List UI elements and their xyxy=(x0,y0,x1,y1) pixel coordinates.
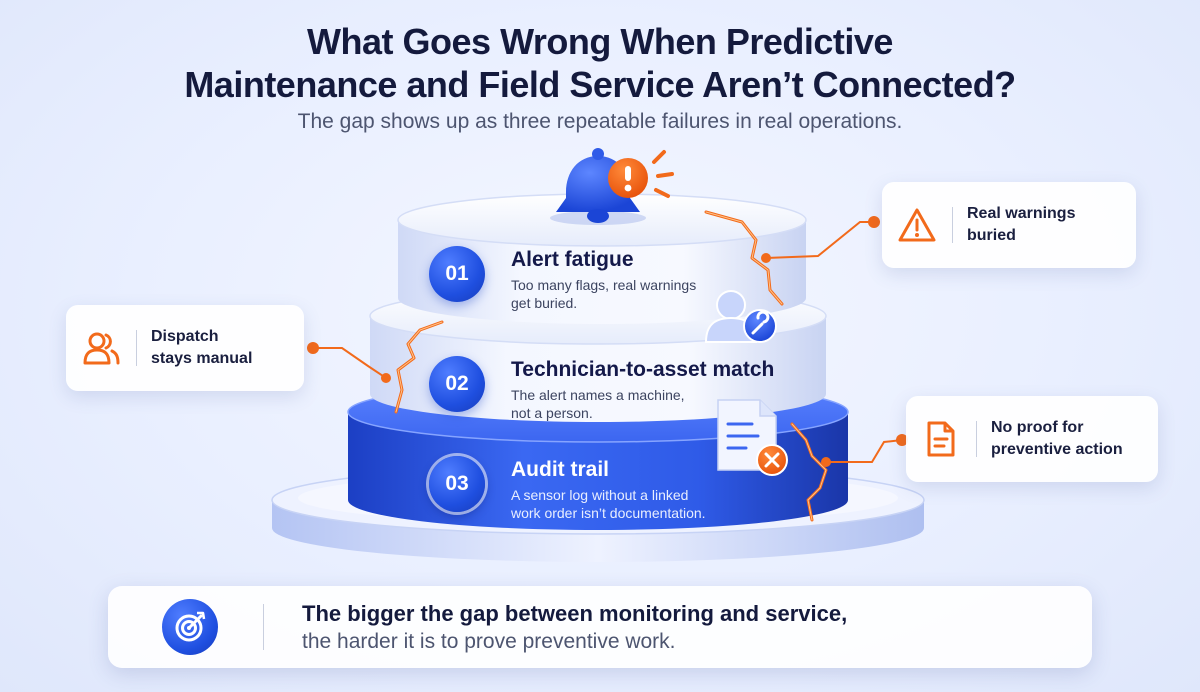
tier-3-desc-line-2: work order isn’t documentation. xyxy=(511,505,706,521)
warning-triangle-icon xyxy=(882,207,952,243)
callout-divider xyxy=(976,421,977,457)
document-icon xyxy=(906,420,976,458)
connector-dots xyxy=(307,216,908,467)
tier-2-title: Technician-to-asset match xyxy=(511,358,775,381)
tier-3-desc-line-1: A sensor log without a linked xyxy=(511,487,689,503)
callout-divider xyxy=(136,330,137,366)
target-icon xyxy=(162,599,218,655)
document-error-icon xyxy=(717,399,788,476)
callout-real-warnings-buried: Real warnings buried xyxy=(882,182,1136,268)
callout-text: Dispatch stays manual xyxy=(137,326,252,370)
title-line-1: What Goes Wrong When Predictive xyxy=(307,21,893,62)
tier-2-desc-line-2: not a person. xyxy=(511,405,593,421)
page-subtitle: The gap shows up as three repeatable fai… xyxy=(297,110,903,133)
summary-bar: The bigger the gap between monitoring an… xyxy=(108,586,1092,668)
callout-no-proof: No proof for preventive action xyxy=(906,396,1158,482)
page-title: What Goes Wrong When Predictive Maintena… xyxy=(0,20,1200,106)
bell-alert-icon xyxy=(550,148,674,225)
callout-bottom-right-line-1: No proof for xyxy=(991,419,1084,436)
title-line-2: Maintenance and Field Service Aren’t Con… xyxy=(184,64,1016,105)
tier-2-description: The alert names a machine, not a person. xyxy=(511,386,685,422)
people-icon xyxy=(66,331,136,365)
tier-1-desc-line-2: get buried. xyxy=(511,295,578,311)
callout-bottom-right-line-2: preventive action xyxy=(991,441,1123,458)
callout-left-line-2: stays manual xyxy=(151,350,253,367)
callout-top-right-line-1: Real warnings xyxy=(967,205,1076,222)
crack-lines xyxy=(394,210,828,522)
tier-1-title: Alert fatigue xyxy=(511,248,634,271)
callout-divider xyxy=(952,207,953,243)
callout-dispatch-manual: Dispatch stays manual xyxy=(66,305,304,391)
callout-text: No proof for preventive action xyxy=(977,417,1123,461)
tier-3-description: A sensor log without a linked work order… xyxy=(511,486,706,522)
callout-top-right-line-2: buried xyxy=(967,227,1016,244)
summary-line-1: The bigger the gap between monitoring an… xyxy=(302,601,848,626)
tier-3-number: 03 xyxy=(429,456,485,512)
tier-2-desc-line-1: The alert names a machine, xyxy=(511,387,685,403)
tier-2-number: 02 xyxy=(429,356,485,412)
connector-lines xyxy=(313,221,903,463)
tier-1-number: 01 xyxy=(429,246,485,302)
technician-wrench-icon xyxy=(704,290,777,343)
tier-1-desc-line-1: Too many flags, real warnings xyxy=(511,277,697,293)
summary-line-2: the harder it is to prove preventive wor… xyxy=(302,630,676,653)
callout-text: Real warnings buried xyxy=(953,203,1075,247)
tier-1-description: Too many flags, real warnings get buried… xyxy=(511,276,696,312)
tier-3-title: Audit trail xyxy=(511,458,609,481)
summary-divider xyxy=(263,604,264,650)
callout-left-line-1: Dispatch xyxy=(151,328,219,345)
